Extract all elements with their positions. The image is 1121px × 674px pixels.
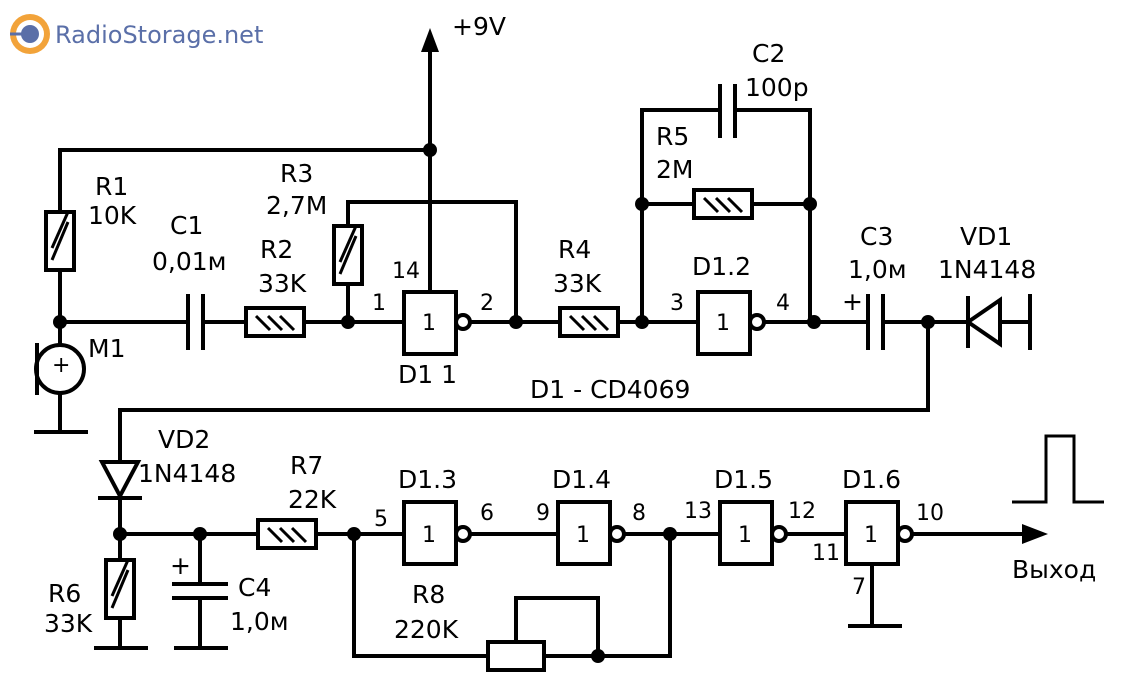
output-terminal: Выход: [910, 434, 1104, 584]
c1-name: C1: [170, 211, 203, 240]
r5-value: 2M: [656, 155, 693, 184]
gate-d1-5-symbol: 1: [738, 523, 752, 548]
gate-d1-5-pin-out: 12: [788, 499, 816, 524]
c2-value: 100p: [745, 73, 809, 102]
c4-name: C4: [238, 573, 271, 602]
r6-value: 33K: [44, 609, 93, 638]
gate-d1-4-pin-out: 8: [632, 501, 646, 526]
r8-value: 220K: [394, 615, 459, 644]
diode-vd1: VD1 1N4148: [938, 222, 1036, 350]
gate-d1-1-pin-in: 1: [372, 291, 386, 316]
gate-d1-3: 1 5 6 D1.3: [374, 465, 494, 566]
logo-emblem-icon: [10, 14, 50, 54]
resistor-r7: R7 22K: [256, 451, 337, 550]
gate-d1-3-symbol: 1: [422, 523, 436, 548]
m1-plus-sign: +: [52, 353, 70, 378]
gate-d1-1-pin-out: 2: [480, 291, 494, 316]
gate-d1-3-pin-in: 5: [374, 507, 388, 532]
c1-value: 0,01м: [152, 247, 227, 276]
capacitor-c1: C1 0,01м: [152, 211, 227, 350]
output-pulse-icon: [1012, 434, 1104, 504]
c4-value: 1,0м: [230, 607, 289, 636]
gate-d1-4-pin-in: 9: [536, 501, 550, 526]
r2-name: R2: [260, 235, 293, 264]
microphone-m1: + M1: [34, 320, 125, 434]
r6-name: R6: [48, 579, 81, 608]
resistor-r8-trimmer: R8 220K: [352, 532, 672, 672]
gate-d1-3-pin-out: 6: [480, 501, 494, 526]
vd1-value: 1N4148: [938, 255, 1036, 284]
c3-value: 1,0м: [848, 255, 907, 284]
r7-value: 22K: [288, 485, 337, 514]
r8-name: R8: [412, 580, 445, 609]
gate-d1-4-symbol: 1: [576, 523, 590, 548]
gate-d1-5: 1 13 12 D1.5: [684, 465, 816, 566]
r7-name: R7: [290, 451, 323, 480]
gate-d1-1-symbol: 1: [422, 311, 436, 336]
vd2-value: 1N4148: [138, 459, 236, 488]
c4-plus-sign: +: [170, 551, 191, 580]
r5-name: R5: [656, 122, 689, 151]
gate-d1-6: 1 11 10 7 D1.6: [812, 465, 944, 628]
gate-d1-6-pin-gnd: 7: [852, 575, 866, 600]
site-logo: RadioStorage.net: [10, 14, 263, 54]
resistor-r4: R4 33K: [553, 235, 620, 338]
chip-note: D1 - CD4069: [530, 375, 690, 404]
c2-name: C2: [752, 39, 785, 68]
gate-d1-2-pin-out: 4: [776, 291, 790, 316]
gate-d1-2-name: D1.2: [692, 252, 751, 281]
supply-label: +9V: [452, 12, 506, 41]
gate-d1-4: 1 9 8 D1.4: [536, 465, 646, 566]
resistor-r5: R5 2M: [656, 122, 754, 220]
r1-name: R1: [95, 172, 128, 201]
r3-name: R3: [280, 159, 313, 188]
output-arrow-icon: [1022, 524, 1048, 544]
capacitor-c3: + C3 1,0м: [842, 222, 907, 350]
c3-plus-sign: +: [842, 287, 863, 316]
gate-d1-6-symbol: 1: [864, 523, 878, 548]
gate-d1-1: 1 1 2 14 D1 1: [372, 259, 494, 389]
r4-value: 33K: [553, 269, 602, 298]
gate-d1-6-pin-in: 11: [812, 541, 840, 566]
c3-name: C3: [860, 222, 893, 251]
supply-arrow-icon: [421, 28, 439, 52]
gate-d1-6-pin-out: 10: [916, 501, 944, 526]
gate-d1-1-pin-vcc: 14: [392, 259, 420, 284]
diode-vd2: VD2 1N4148: [98, 425, 236, 501]
gate-d1-4-name: D1.4: [552, 465, 611, 494]
supply-rail: +9V: [421, 12, 506, 292]
gate-d1-2: 1 3 4 D1.2: [670, 252, 790, 356]
vd2-name: VD2: [158, 425, 210, 454]
gate-d1-2-pin-in: 3: [670, 291, 684, 316]
gate-d1-5-name: D1.5: [714, 465, 773, 494]
r3-value: 2,7M: [266, 191, 327, 220]
gate-d1-2-symbol: 1: [716, 311, 730, 336]
gate-d1-5-pin-in: 13: [684, 499, 712, 524]
r4-name: R4: [558, 235, 591, 264]
capacitor-c2: C2 100p: [718, 39, 809, 138]
resistor-r3: R3 2,7M: [266, 159, 518, 324]
m1-name: M1: [88, 334, 125, 363]
gate-d1-1-name: D1 1: [398, 360, 457, 389]
r2-value: 33K: [258, 269, 307, 298]
gate-d1-3-name: D1.3: [398, 465, 457, 494]
resistor-r2: R2 33K: [244, 235, 307, 338]
output-label: Выход: [1012, 555, 1096, 584]
capacitor-c4: + C4 1,0м: [170, 532, 289, 650]
logo-text: RadioStorage.net: [55, 21, 263, 49]
gate-d1-6-name: D1.6: [842, 465, 901, 494]
resistor-r6: R6 33K: [44, 558, 148, 650]
r1-value: 10K: [88, 201, 137, 230]
vd1-name: VD1: [960, 222, 1012, 251]
